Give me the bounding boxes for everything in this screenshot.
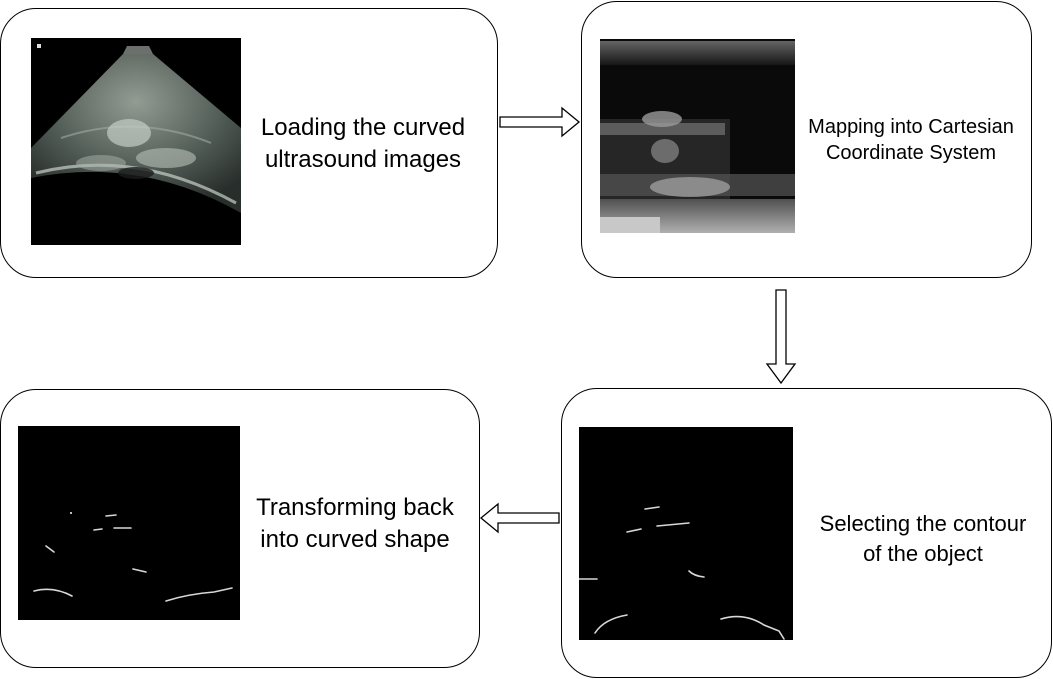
step-label-transforming: Transforming back into curved shape <box>245 492 465 556</box>
curved-ultrasound-svg <box>31 38 241 245</box>
step-label-line: Loading the curved <box>260 114 466 141</box>
step-box-selecting: Selecting the contour of the object <box>561 388 1052 678</box>
contour-curved-image <box>18 426 240 620</box>
step-label-line: Transforming back <box>256 494 454 521</box>
step-label-line: Coordinate System <box>825 142 997 164</box>
contour-curved-svg <box>18 426 240 620</box>
step-label-selecting: Selecting the contour of the object <box>798 509 1048 569</box>
step-label-line: Mapping into Cartesian <box>808 116 1014 138</box>
contour-cartesian-image <box>579 427 793 640</box>
cartesian-ultrasound-svg <box>600 39 795 233</box>
step-label-line: Selecting the contour <box>819 511 1027 536</box>
step-box-transforming: Transforming back into curved shape <box>0 389 480 668</box>
step-label-loading: Loading the curved ultrasound images <box>245 112 481 176</box>
arrow-down-icon <box>765 289 797 385</box>
cartesian-ultrasound-image <box>600 39 795 233</box>
arrow-left-icon <box>479 502 560 534</box>
step-label-line: of the object <box>863 541 983 566</box>
step-label-line: ultrasound images <box>264 146 462 173</box>
curved-ultrasound-image <box>31 38 241 245</box>
step-label-line: into curved shape <box>260 526 450 553</box>
contour-cartesian-svg <box>579 427 793 640</box>
arrow-right-icon <box>499 106 581 138</box>
step-label-mapping: Mapping into Cartesian Coordinate System <box>796 114 1026 166</box>
step-box-loading: Loading the curved ultrasound images <box>0 8 498 278</box>
step-box-mapping: Mapping into Cartesian Coordinate System <box>581 1 1032 278</box>
